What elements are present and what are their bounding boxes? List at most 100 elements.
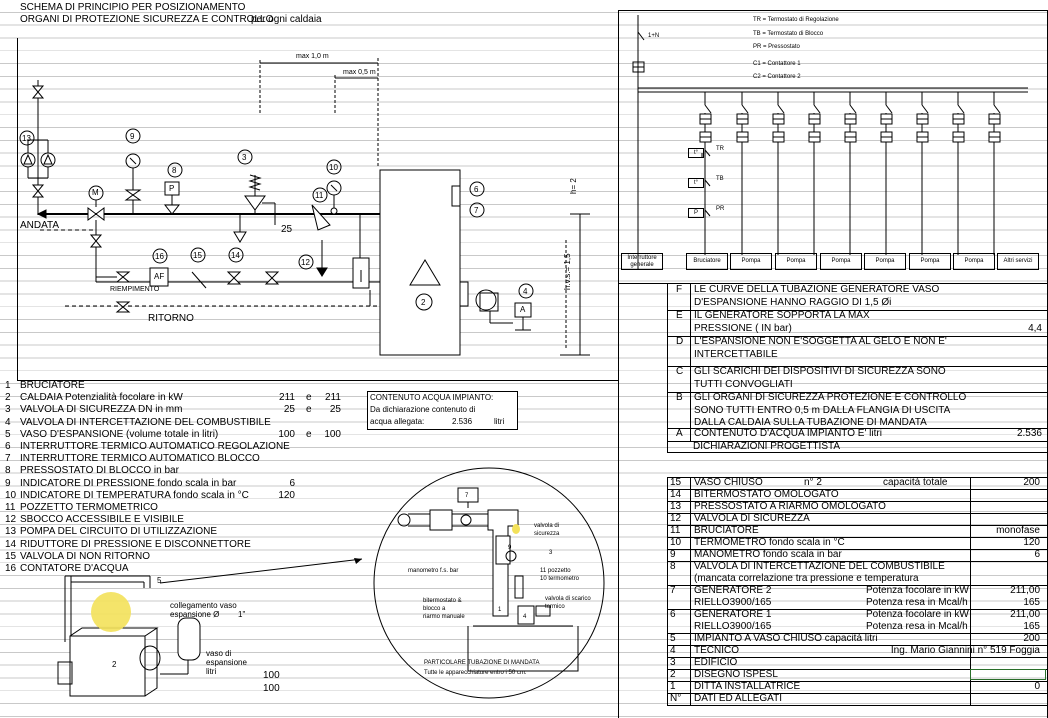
dich-key: A: [676, 428, 683, 439]
label-andata: ANDATA: [20, 220, 60, 231]
legend-text: BRUCIATORE: [20, 380, 85, 391]
dati-num: 2: [670, 669, 676, 680]
frame-top-right: [618, 10, 1048, 11]
electrical-schematic: [632, 15, 1028, 270]
dich-line-2: TUTTI CONVOGLIATI: [694, 378, 793, 390]
el-box-utenza: Bruciatore: [686, 253, 728, 270]
num-2: 2: [421, 298, 426, 307]
dich-key: C: [676, 366, 684, 377]
legend-text: INTERRUTTORE TERMICO AUTOMATICO BLOCCO: [20, 453, 260, 465]
dich-line-2: SONO TUTTI ENTRO 0,5 m DALLA FLANGIA DI …: [694, 404, 951, 416]
num-10: 10: [329, 163, 338, 172]
dati-row-line: [667, 537, 1048, 538]
legend-e: e: [306, 392, 312, 404]
dich-col1: [667, 283, 668, 452]
dich-key: B: [676, 392, 683, 403]
detail-n4: 4: [523, 614, 527, 620]
legend-text: VASO D'ESPANSIONE (volume totale in litr…: [20, 428, 219, 440]
el-box-utenza: Pompa: [953, 253, 995, 270]
dati-num: 8: [670, 561, 676, 572]
dati-mid3: Potenza resa in Mcal/h: [866, 597, 968, 608]
legend-num: 14: [5, 538, 17, 550]
legend-text: VALVOLA DI SICUREZZA DN in mm: [20, 404, 183, 416]
dati-row-line: [667, 705, 1048, 706]
contenuto-title: CONTENUTO ACQUA IMPIANTO:: [370, 393, 494, 402]
detail-scarico-2: termico: [545, 604, 565, 610]
dati-col-line: [667, 477, 668, 705]
dich-line-3: DALLA CALDAIA SULLA TUBAZIONE DI MANDATA: [694, 417, 927, 428]
detail-n7: 7: [465, 493, 469, 499]
dati-text: DITTA INSTALLATRICE: [694, 681, 801, 692]
dati-num: 5: [670, 633, 676, 644]
num-12: 12: [301, 258, 310, 267]
num-15: 15: [193, 251, 202, 260]
dati-num: 3: [670, 657, 676, 668]
contenuto-value: 2.536: [452, 417, 473, 426]
dati-text: PRESSOSTATO A RIARMO OMOLOGATO: [694, 501, 886, 512]
dati-text: DISEGNO ISPESL: [694, 669, 778, 680]
legend-text: VALVOLA DI NON RITORNO: [20, 550, 151, 562]
el-label-tr: TR: [716, 146, 724, 152]
dati-num: 6: [670, 609, 676, 620]
dich-line-1: GLI SCARICHI DEI DISPOSITIVI DI SICUREZZ…: [694, 366, 946, 377]
el-1n: 1+N: [648, 33, 660, 39]
legend-num: 7: [5, 453, 11, 465]
lower-value-100b: 100: [263, 683, 280, 694]
dich-top: [618, 283, 1048, 284]
dati-row-line: [667, 669, 1048, 670]
dich-value: 4,4: [1028, 322, 1042, 334]
dati-num: 11: [670, 525, 681, 536]
dati-num: 10: [670, 537, 682, 548]
el-legend-pr: PR = Pressostato: [753, 44, 800, 50]
el-label-pr: PR: [716, 206, 725, 212]
detail-biterm-1: bitermostato &: [423, 598, 462, 604]
num-14: 14: [231, 251, 240, 260]
legend-text: INTERRUTTORE TERMICO AUTOMATICO REGOLAZI…: [20, 441, 290, 452]
legend-text: SBOCCO ACCESSIBILE E VISIBILE: [20, 514, 184, 526]
dati-value: monofase: [996, 525, 1040, 536]
contenuto-unit: litri: [494, 417, 505, 426]
selected-cell[interactable]: [970, 669, 1046, 680]
dati-col-line: [970, 477, 971, 705]
el-legend-c1: C1 = Contattore 1: [753, 61, 801, 67]
el-label-tb: TB: [716, 176, 724, 182]
dati-text: IMPIANTO A VASO CHIUSO capacità litri: [694, 633, 878, 644]
dich-line-2: PRESSIONE ( IN bar): [694, 322, 792, 334]
dati-row-line: [667, 633, 1048, 634]
dati-text: MANOMETRO fondo scala in bar: [694, 549, 842, 560]
dich-row-line: [667, 310, 1048, 311]
dati-value2: 165: [1023, 621, 1040, 632]
dati-row-line: [667, 561, 1048, 562]
label-p: P: [169, 184, 175, 193]
frame-bottom: [17, 380, 618, 381]
dati-num: 1: [670, 681, 676, 692]
detail-circle-drawing: [373, 467, 605, 699]
dati-mid2: capacità totale: [883, 477, 948, 488]
label-25: 25: [281, 224, 293, 235]
legend-num: 2: [5, 392, 11, 404]
el-box-utenza: Pompa: [864, 253, 906, 270]
legend-value-b: 100: [324, 428, 341, 440]
dati-text: BITERMOSTATO OMOLOGATO: [694, 489, 839, 500]
dati-text: VALVOLA DI SICUREZZA: [694, 513, 810, 524]
label-riempimento: RIEMPIMENTO: [110, 286, 160, 293]
dati-mid: n° 2: [804, 477, 822, 488]
dati-value: 6: [1034, 549, 1040, 560]
dich-col2: [690, 283, 691, 441]
legend-value-a: 211: [279, 392, 295, 404]
legend-num: 4: [5, 416, 11, 428]
dati-text: EDIFICIO: [694, 657, 738, 668]
detail-manometro: manometro f.s. bar: [408, 568, 459, 574]
dati-row-line: [667, 693, 1048, 694]
el-box-utenza: Pompa: [775, 253, 817, 270]
collegamento-label: collegamento vaso: [170, 601, 237, 610]
dati-num: 15: [670, 477, 682, 488]
dati-text: VALVOLA DI INTERCETTAZIONE DEL COMBUSTIB…: [694, 561, 945, 572]
dich-line-1: CONTENUTO D'ACQUA IMPIANTO E' litri: [694, 428, 882, 439]
detail-termometro: 10 termometro: [540, 576, 580, 582]
label-hvs: h.v.s.= 1,5: [563, 253, 572, 290]
detail-scarico-1: valvola di scarico: [545, 596, 591, 602]
dich-key: D: [676, 336, 684, 347]
label-af: AF: [154, 272, 165, 281]
title-line-2: ORGANI DI PROTEZIONE SICUREZZA E CONTROL…: [20, 14, 274, 25]
